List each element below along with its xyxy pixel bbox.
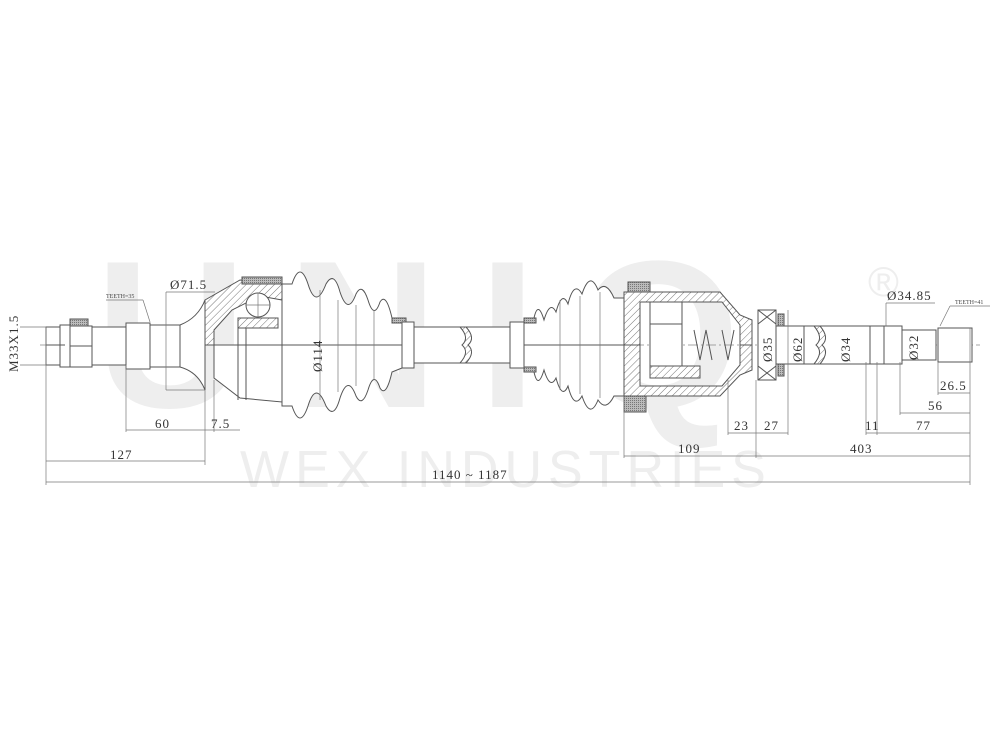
dia-114-label: Ø114 bbox=[310, 340, 325, 372]
dim-77: 77 bbox=[916, 418, 931, 433]
dia-34-85-label: Ø34.85 bbox=[887, 288, 932, 303]
dia-71-5-label: Ø71.5 bbox=[170, 277, 207, 292]
dimension-lines bbox=[20, 291, 990, 485]
dim-56: 56 bbox=[928, 398, 943, 413]
right-boot bbox=[523, 280, 625, 410]
dim-109: 109 bbox=[678, 441, 701, 456]
intermediate-shaft bbox=[401, 321, 525, 369]
left-boot bbox=[281, 271, 407, 419]
teeth-right-label: TEETH=41 bbox=[955, 300, 983, 306]
registered-mark: ® bbox=[868, 258, 899, 305]
dia-35-label: Ø35 bbox=[760, 337, 775, 362]
dim-127: 127 bbox=[110, 447, 133, 462]
dim-overall: 1140 ~ 1187 bbox=[432, 467, 508, 482]
dim-7-5: 7.5 bbox=[211, 416, 230, 431]
left-stub bbox=[45, 299, 206, 391]
right-shaft-bearing bbox=[757, 309, 973, 381]
dia-32-label: Ø32 bbox=[906, 335, 921, 360]
right-tripod-joint bbox=[623, 281, 753, 413]
dim-403: 403 bbox=[850, 441, 873, 456]
watermark-company: WEX INDUSTRIES bbox=[240, 441, 772, 499]
dim-23: 23 bbox=[734, 418, 749, 433]
dia-34-label: Ø34 bbox=[838, 337, 853, 362]
dim-26-5: 26.5 bbox=[940, 378, 967, 393]
dim-11: 11 bbox=[865, 418, 880, 433]
dia-62-label: Ø62 bbox=[790, 337, 805, 362]
thread-label: M33X1.5 bbox=[6, 315, 21, 372]
left-cv-joint bbox=[204, 276, 283, 403]
dim-60: 60 bbox=[155, 416, 170, 431]
teeth-left-label: TEETH=35 bbox=[106, 294, 134, 300]
dim-27: 27 bbox=[764, 418, 779, 433]
